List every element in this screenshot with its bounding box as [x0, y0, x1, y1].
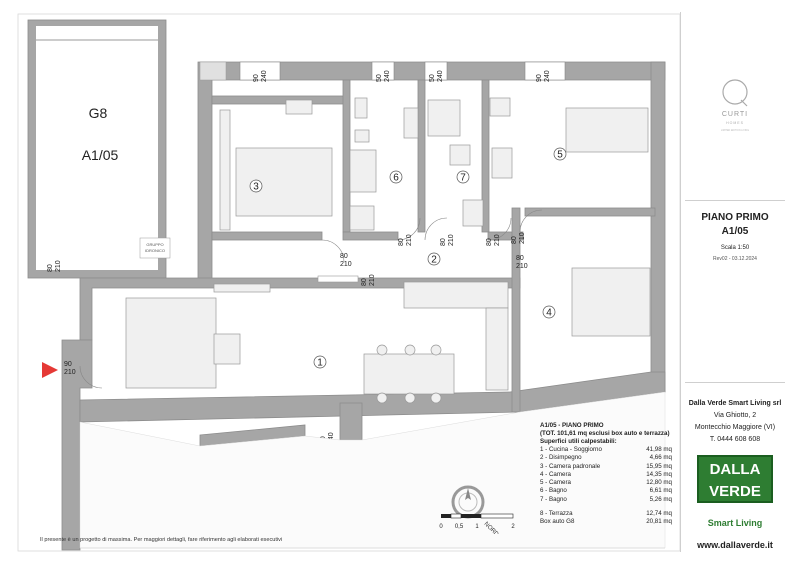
apartment-walls: [61, 61, 666, 551]
company-phone: T. 0444 608 608: [709, 436, 761, 443]
svg-text:50240: 50240: [429, 70, 444, 82]
plan-revision: Rev02 - 03.12.2024: [713, 256, 757, 262]
svg-text:80210: 80210: [516, 255, 528, 270]
dim-7a: 80: [486, 238, 493, 246]
brand-sub: HOMES: [726, 121, 744, 125]
brand-tagline: LIMITED EDITION LIVING: [721, 129, 749, 132]
website-link[interactable]: www.dallaverde.it: [697, 540, 773, 550]
room-1-label: 1: [317, 358, 323, 369]
room-2-label: 2: [431, 255, 437, 266]
room-7-label: 7: [460, 173, 466, 184]
room-5-label: 5: [557, 150, 563, 161]
dim-10a: 80: [516, 255, 524, 262]
dim-5a: 80: [398, 238, 405, 246]
dim-8b: 210: [519, 232, 526, 244]
svg-text:80210: 80210: [486, 234, 501, 246]
plan-title: PIANO PRIMO: [701, 212, 769, 223]
scale-tick-2: 2: [511, 524, 515, 530]
svg-text:50240: 50240: [376, 70, 391, 82]
floor-plan: GRUPPO IDRONICO G8 A1/05: [17, 13, 680, 552]
dim-11a: 80: [361, 278, 368, 286]
dim-2a: 50: [376, 74, 383, 82]
table-subtitle: (TOT. 101,61 mq esclusi box auto e terra…: [540, 430, 670, 437]
curti-logo: CURTI HOMES LIMITED EDITION LIVING: [721, 79, 749, 132]
dim-15b: 240: [328, 432, 335, 444]
svg-text:80210: 80210: [47, 260, 62, 272]
garage-unit: A1/05: [82, 147, 119, 163]
room-3-label: 3: [253, 182, 259, 193]
room-6-label: 6: [393, 173, 399, 184]
dim-3a: 50: [429, 74, 436, 82]
dim-10b: 210: [516, 263, 528, 270]
page-frame: [17, 13, 680, 552]
terrace: [79, 391, 666, 549]
dim-6a: 80: [440, 238, 447, 246]
company-address-2: Montecchio Maggiore (VI): [694, 424, 776, 431]
title-block: CURTI HOMES LIMITED EDITION LIVING PIANO…: [680, 12, 789, 552]
dim-3b: 240: [437, 70, 444, 82]
entrance-arrow-icon: [42, 362, 58, 378]
dim-5b: 210: [406, 234, 413, 246]
svg-text:80210: 80210: [340, 253, 352, 268]
disclaimer-text: Il presente è un progetto di massima. Pe…: [40, 537, 283, 543]
garage-note-2: IDRONICO: [145, 248, 165, 253]
door-swings: [79, 209, 543, 389]
garage-name: G8: [89, 105, 108, 121]
company-address-1: Via Ghiotto, 2: [713, 412, 757, 419]
dim-4a: 90: [536, 74, 543, 82]
dim-8a: 80: [511, 236, 518, 244]
table-heading: Superfici utili calpestabili:: [540, 438, 617, 445]
scale-tick-05: 0,5: [455, 524, 464, 530]
dim-4b: 240: [544, 70, 551, 82]
area-table: A1/05 - PIANO PRIMO (TOT. 101,61 mq escl…: [540, 422, 672, 527]
dim-1b: 240: [261, 70, 268, 82]
dalla-verde-logo: DALLA VERDE: [697, 455, 773, 503]
plan-unit: A1/05: [721, 226, 749, 237]
svg-text:80210: 80210: [361, 274, 376, 286]
dim-12a: 90: [64, 361, 72, 368]
plan-scale: Scala 1:50: [720, 245, 750, 251]
svg-text:80210: 80210: [440, 234, 455, 246]
garage-note-1: GRUPPO: [146, 242, 163, 247]
garage-g8: GRUPPO IDRONICO G8 A1/05: [27, 19, 171, 279]
scale-tick-1: 1: [475, 524, 479, 530]
dim-1a: 90: [253, 74, 260, 82]
furniture: [125, 61, 651, 404]
dim-2b: 240: [384, 70, 391, 82]
windows: [239, 61, 566, 81]
scale-tick-0: 0: [439, 524, 443, 530]
scale-bar: 0 0,5 1 2: [439, 513, 515, 530]
dim-12b: 210: [64, 369, 76, 376]
dim-7b: 210: [494, 234, 501, 246]
table-title: A1/05 - PIANO PRIMO: [540, 422, 604, 429]
smart-living-label: Smart Living: [707, 518, 763, 528]
compass-icon: NORD: [451, 485, 500, 534]
dim-11b: 210: [369, 274, 376, 286]
room-labels: 1 2 3 4 5 6 7: [249, 147, 567, 369]
svg-text:90240: 90240: [253, 70, 268, 82]
brand-name: CURTI: [722, 111, 748, 118]
room-4-label: 4: [546, 308, 552, 319]
dim-9a: 80: [340, 253, 348, 260]
svg-text:90240: 90240: [536, 70, 551, 82]
dim-9b: 210: [340, 261, 352, 268]
svg-text:80210: 80210: [511, 232, 526, 244]
svg-text:80210: 80210: [398, 234, 413, 246]
dim-6b: 210: [448, 234, 455, 246]
company-name: Dalla Verde Smart Living srl: [688, 400, 782, 407]
